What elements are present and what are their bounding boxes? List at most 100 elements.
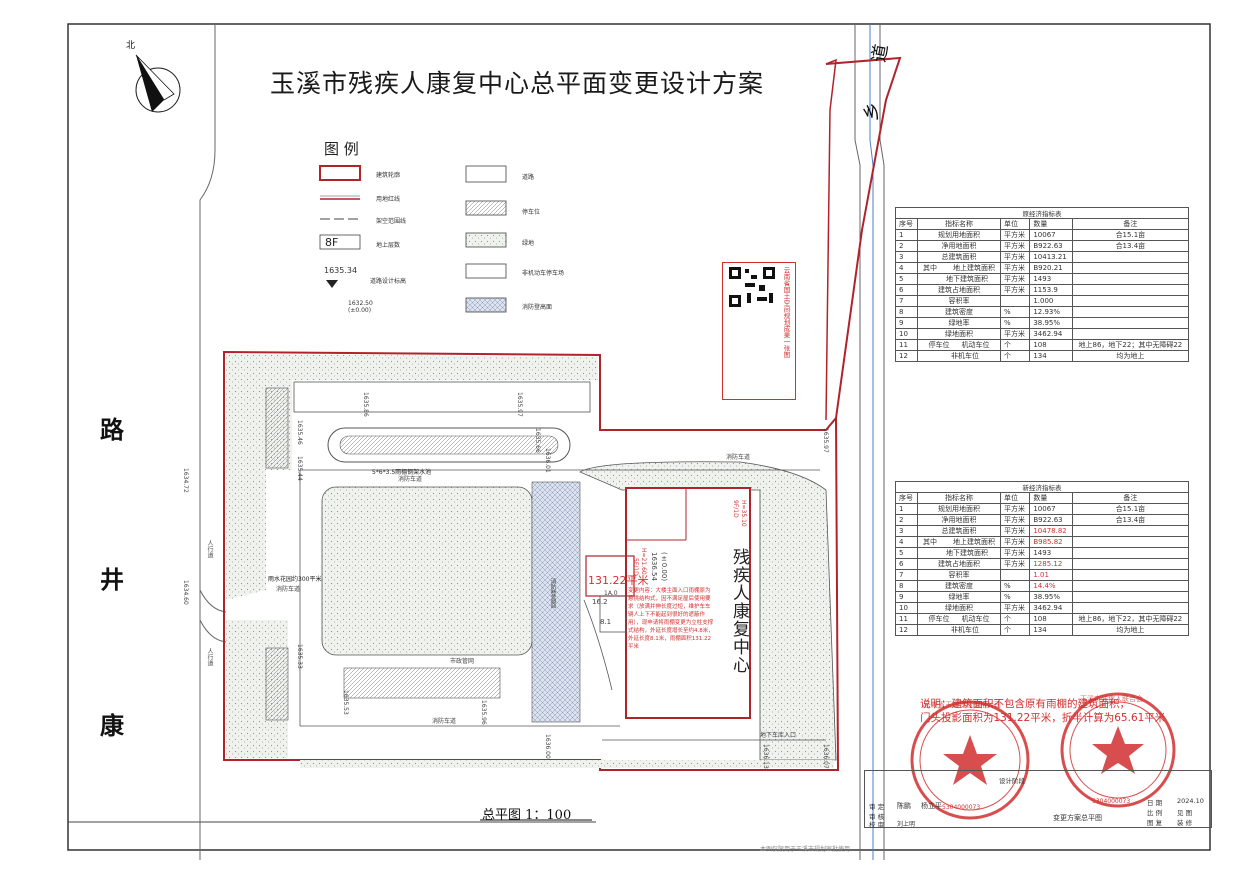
table-cell: 容积率 <box>917 569 1001 581</box>
table-cell <box>1071 525 1190 537</box>
road-label: 消防车道 <box>398 476 423 483</box>
table-cell: 合13.4亩 <box>1071 240 1190 252</box>
table-cell: 1493 <box>1029 273 1073 285</box>
table-cell: 平方米 <box>999 328 1031 340</box>
legend-item: 消防登高面 <box>522 304 553 311</box>
tb-value: 见 图 <box>1177 809 1193 817</box>
legend-elev-pair: 1632.50 <box>348 300 373 307</box>
table-cell: 平方米 <box>999 503 1031 515</box>
table-cell: 7 <box>894 295 919 307</box>
seal-text: 玉溪市残疾人联合会 <box>1080 695 1143 703</box>
table-cell: 3 <box>894 251 919 263</box>
seal-right <box>1060 692 1176 808</box>
table-cell: 1.000 <box>1029 295 1073 307</box>
table-cell-text: 容积率 <box>948 571 970 579</box>
elevation-label: 1636.07 <box>822 744 829 769</box>
instruction-line: 说明：建筑面积不包含原有雨棚的建筑面积， <box>920 698 1130 710</box>
table-cell <box>1071 284 1190 296</box>
main-building <box>625 487 751 719</box>
tb-value: 装 修 <box>1177 819 1193 827</box>
road-label: 消防车道 <box>726 454 751 461</box>
table-cell: % <box>999 580 1031 592</box>
elevation-label: 1635.66 <box>534 428 541 453</box>
table-cell-text: 净用地面积 <box>941 516 977 524</box>
table-cell: 容积率 <box>917 295 1001 307</box>
tb-drawing-name: 变更方案总平图 <box>1053 814 1102 822</box>
table-cell: 总建筑面积 <box>917 525 1001 537</box>
building-floors: H=21.60 <box>640 548 647 575</box>
table-cell: B922.63 <box>1029 240 1073 252</box>
table-header: 单位 <box>999 492 1031 504</box>
plaza-label: 5*6*3.5雨棚钢架水池 <box>372 469 432 476</box>
seal-text: 云南省玉溪建设有限公司 <box>924 701 1001 709</box>
table-cell: % <box>999 591 1031 603</box>
table-cell: 合13.4亩 <box>1071 514 1190 526</box>
table-header: 备注 <box>1071 492 1190 504</box>
table-cell: 38.95% <box>1029 591 1073 603</box>
table-cell: 个 <box>999 350 1031 362</box>
building-floors: H=35.10 <box>740 500 747 527</box>
legend-item: 道路设计标高 <box>370 278 407 285</box>
elevation-label: 1636.01 <box>544 448 551 473</box>
plaza-label: 雨水花园约300平米 <box>268 576 322 583</box>
table-cell: 其中地上建筑面积 <box>917 262 1001 274</box>
tb-label: 校 审 <box>869 821 885 829</box>
table-cell: 建筑密度 <box>917 580 1001 592</box>
table-cell: 1.01 <box>1029 569 1073 581</box>
table-cell: 1493 <box>1029 547 1073 559</box>
table-cell-text: 地下建筑面积 <box>945 549 988 557</box>
building-elev: (±0.00) <box>660 552 668 582</box>
table-cell: 1 <box>894 229 919 241</box>
elevation-label: 1636.13 <box>762 744 769 769</box>
change-note: 变更内容：大楼主面入口雨棚原为悬挑结构式，因不满足屋后使用要求（放满并伸长度过短… <box>628 588 714 650</box>
legend-item: 用地红线 <box>376 196 401 203</box>
table-cell-text: 机动车位 <box>961 341 990 349</box>
table-cell: 3462.94 <box>1029 328 1073 340</box>
table-cell-text: 绿地率 <box>948 593 970 601</box>
table-cell: 平方米 <box>999 273 1031 285</box>
table-cell: 10478.82 <box>1029 525 1073 537</box>
table-cell: 个 <box>999 624 1031 636</box>
table-cell: 地上86，地下22，其中无障碍22 <box>1071 613 1190 625</box>
table-cell-text: 建筑密度 <box>944 308 973 316</box>
road-name: 康 <box>100 711 124 740</box>
table-header: 指标名称 <box>917 218 1001 230</box>
table-cell: 1 <box>894 503 919 515</box>
table-cell: 停车位 机动车位 <box>917 339 1001 351</box>
table-cell: 2 <box>894 514 919 526</box>
qr-stamp-text: 云南省国土空间规划成果一张图 <box>782 267 790 358</box>
table-cell: 规划用地面积 <box>917 229 1001 241</box>
table-cell-text: 地上建筑面积 <box>952 264 995 272</box>
table-cell: 10 <box>894 602 919 614</box>
table-cell: 134 <box>1029 624 1073 636</box>
table-cell: 108 <box>1029 339 1073 351</box>
scale-text: 总平图 1：100 <box>482 808 572 823</box>
table-cell: % <box>999 306 1031 318</box>
main-road-edge <box>199 24 216 860</box>
north-arrow <box>135 54 181 113</box>
table-cell <box>999 295 1031 307</box>
sheet-frame <box>67 23 1211 851</box>
table-cell: 3 <box>894 525 919 537</box>
table-cell: 12.93% <box>1029 306 1073 318</box>
table-group-label: 停车位 <box>928 341 950 349</box>
tb-label: 设计阶段 <box>999 777 1025 785</box>
road-label: 消防车道 <box>276 586 301 593</box>
table-cell-text: 非机车位 <box>950 626 979 634</box>
table-header: 指标名称 <box>917 492 1001 504</box>
tb-label: 图 复 <box>1147 819 1163 827</box>
table-cell-text: 总建筑面积 <box>941 253 977 261</box>
building-elev: 1636.54 <box>650 552 658 581</box>
title-block: 审 定 审 核 校 审 陈鹏 杨立平 刘上明 设计阶段 变更方案总平图 日 期 … <box>864 770 1212 829</box>
tb-label: 审 定 <box>869 803 885 811</box>
elevation-label: 1635.53 <box>342 690 349 715</box>
